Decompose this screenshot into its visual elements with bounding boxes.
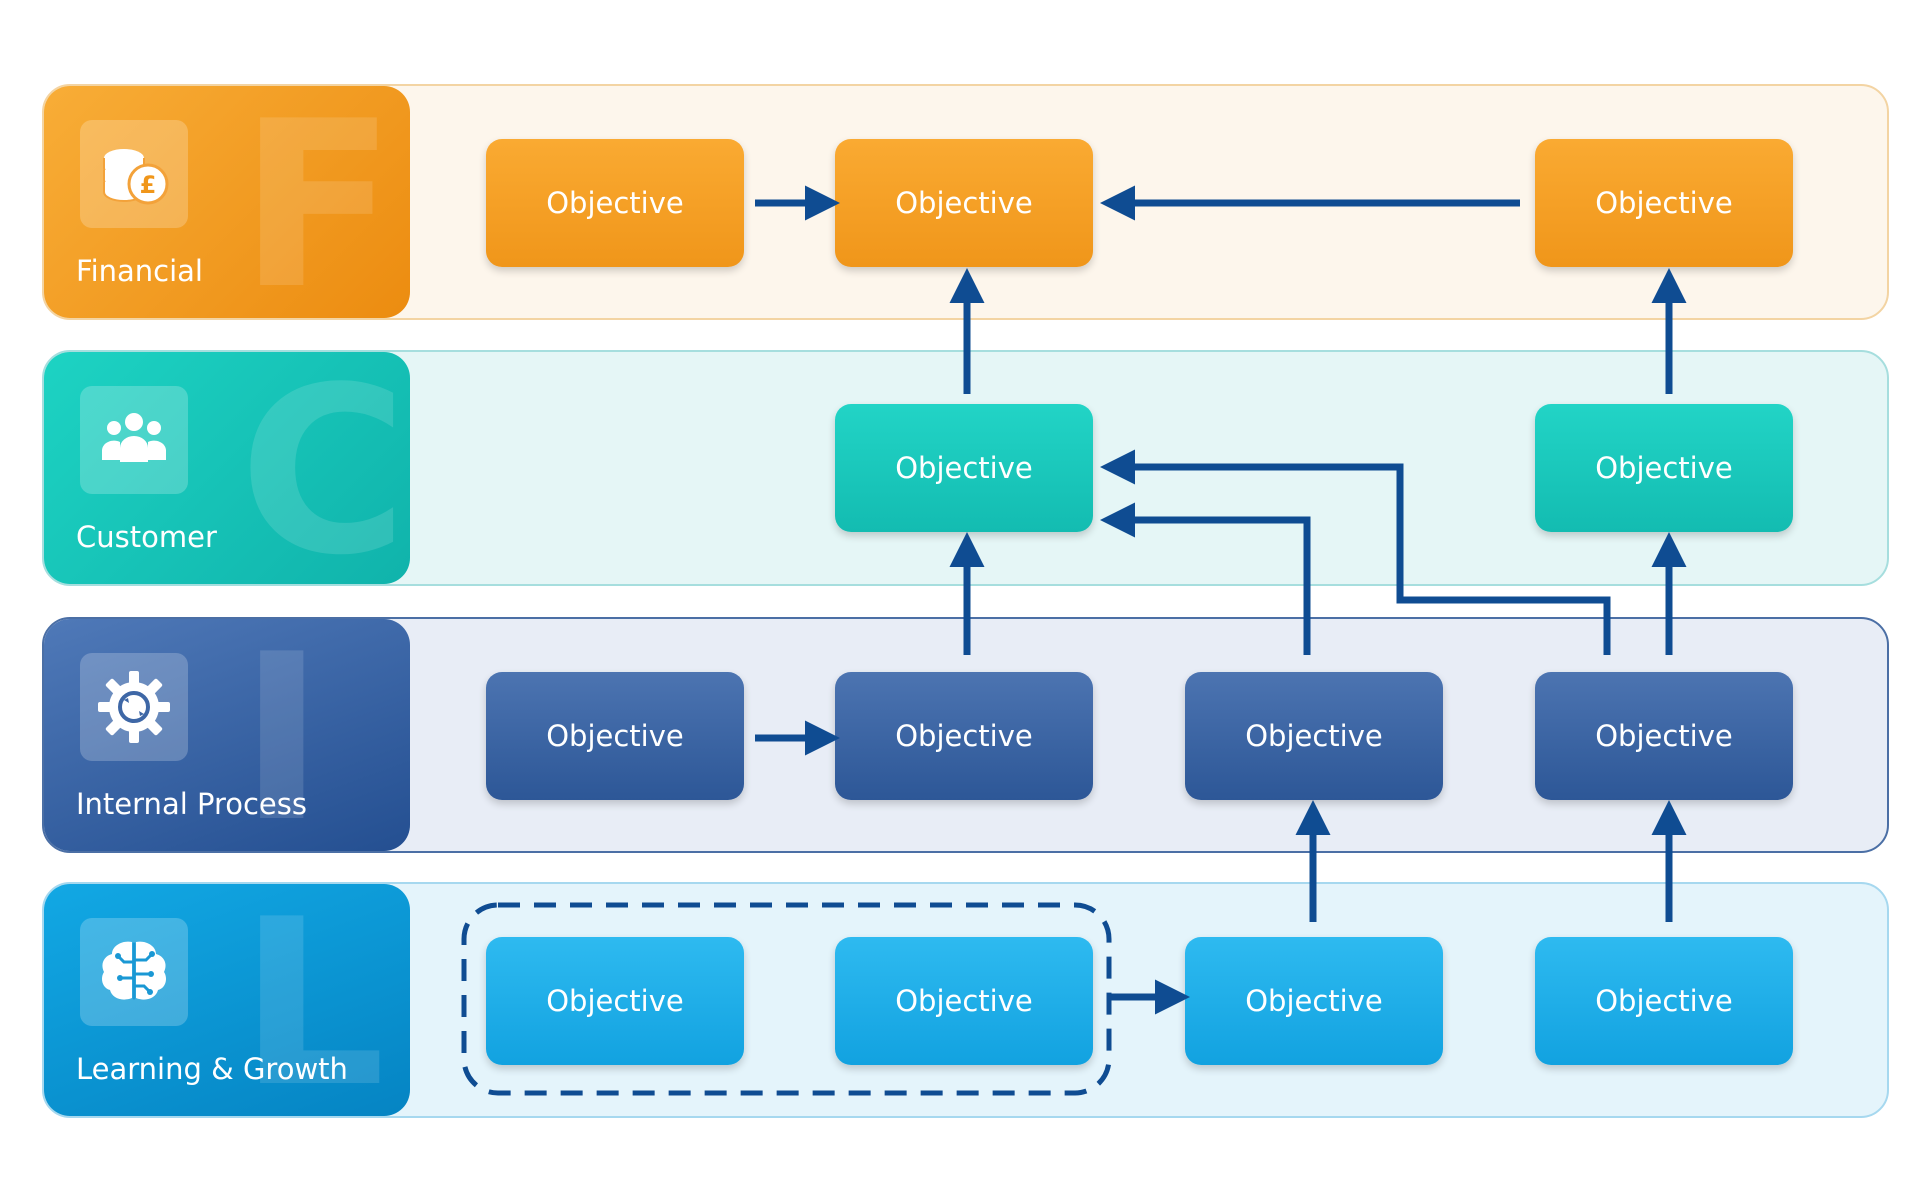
objective-internal-3[interactable]: Objective — [1185, 672, 1443, 800]
objective-financial-2[interactable]: Objective — [835, 139, 1093, 267]
coins-pound-icon: £ — [80, 120, 188, 228]
objective-financial-1[interactable]: Objective — [486, 139, 744, 267]
lane-header-learning-growth: L Learning & Growth — [44, 884, 410, 1116]
objective-internal-4[interactable]: Objective — [1535, 672, 1793, 800]
objective-learning-3[interactable]: Objective — [1185, 937, 1443, 1065]
lane-label-customer: Customer — [76, 520, 217, 554]
lane-header-customer: C Customer — [44, 352, 410, 584]
lane-label-learning-growth: Learning & Growth — [76, 1052, 348, 1086]
objective-internal-2[interactable]: Objective — [835, 672, 1093, 800]
objective-customer-2[interactable]: Objective — [1535, 404, 1793, 532]
brain-circuit-icon — [80, 918, 188, 1026]
lane-watermark-letter: F — [239, 86, 397, 319]
objective-learning-4[interactable]: Objective — [1535, 937, 1793, 1065]
lane-header-financial: F £ Financial — [44, 86, 410, 318]
gear-icon — [80, 653, 188, 761]
objective-learning-2[interactable]: Objective — [835, 937, 1093, 1065]
objective-customer-1[interactable]: Objective — [835, 404, 1093, 532]
objective-learning-1[interactable]: Objective — [486, 937, 744, 1065]
lane-label-internal-process: Internal Process — [76, 787, 307, 821]
lane-watermark-letter: L — [239, 884, 386, 1117]
objective-financial-3[interactable]: Objective — [1535, 139, 1793, 267]
lane-header-internal-process: I Internal Process — [44, 619, 410, 851]
objective-internal-1[interactable]: Objective — [486, 672, 744, 800]
svg-text:£: £ — [140, 171, 157, 199]
lane-label-financial: Financial — [76, 254, 203, 288]
people-group-icon — [80, 386, 188, 494]
lane-watermark-letter: I — [239, 619, 325, 852]
lane-watermark-letter: C — [239, 352, 408, 585]
